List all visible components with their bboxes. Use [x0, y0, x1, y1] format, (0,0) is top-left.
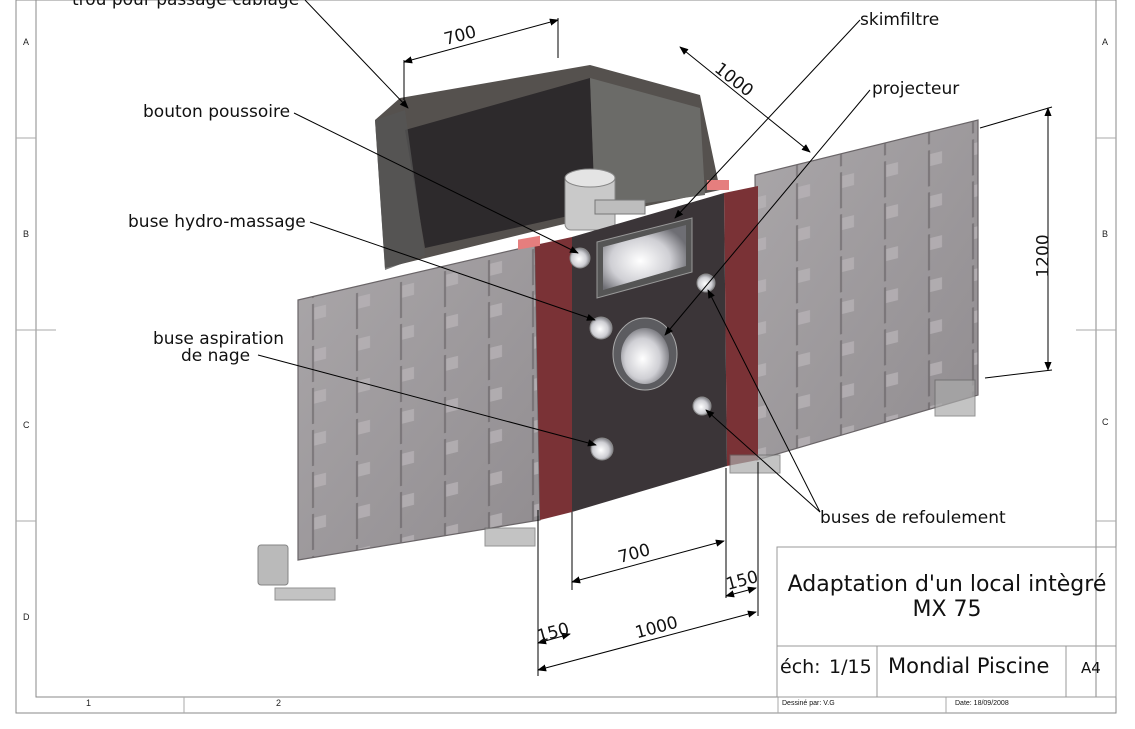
paper-format: A4: [1081, 659, 1101, 677]
zone-label-left-c: C: [23, 420, 30, 430]
local-box-back: [375, 65, 720, 270]
zone-label-left-a: A: [23, 37, 30, 47]
left-wall: [297, 244, 541, 561]
dim-height: 1200: [1033, 234, 1054, 278]
callout-bouton-poussoire: bouton poussoire: [143, 102, 291, 122]
zone-label-left-d: D: [23, 612, 30, 622]
title-block: [776, 546, 1117, 698]
scale-label: éch:: [780, 656, 821, 678]
zone-label-right-c: C: [1102, 417, 1109, 427]
title-line-2: MX 75: [912, 597, 982, 622]
front-panel: [569, 193, 727, 512]
callout-buse-hydro-massage: buse hydro-massage: [128, 212, 306, 232]
zone-label-right-a: A: [1102, 37, 1109, 47]
zone-label-bottom-2: 2: [276, 698, 282, 708]
pink-clip-left: [518, 235, 540, 250]
zone-label-bottom-1: 1: [86, 698, 92, 708]
title-line-1: Adaptation d'un local intègré: [787, 572, 1107, 597]
callout-projecteur: projecteur: [872, 79, 960, 99]
drawing-date: Date: 18/09/2008: [955, 700, 1009, 707]
callout-buse-aspiration-line1: buse aspiration: [153, 329, 285, 349]
right-red-strip: [724, 186, 758, 466]
callout-skimfiltre: skimfiltre: [860, 10, 940, 30]
drawn-by: Dessiné par: V.G: [782, 700, 835, 707]
pink-clip-right: [707, 180, 729, 190]
right-wall: [754, 119, 979, 461]
left-red-strip: [535, 237, 572, 520]
callout-buses-refoulement: buses de refoulement: [820, 508, 1006, 528]
dimension-lines: [403, 18, 1053, 676]
callout-buse-aspiration-line2: de nage: [181, 346, 251, 366]
callout-passage-cablage: trou pour passage cablage: [72, 0, 300, 10]
frame: [15, 0, 1117, 714]
zone-label-left-b: B: [23, 229, 30, 239]
scale-value: 1/15: [829, 656, 872, 678]
company-name: Mondial Piscine: [888, 654, 1050, 678]
feet: [257, 379, 976, 601]
title-block-title: Adaptation d'un local intègré MX 75: [778, 572, 1116, 622]
zone-label-right-b: B: [1102, 229, 1109, 239]
